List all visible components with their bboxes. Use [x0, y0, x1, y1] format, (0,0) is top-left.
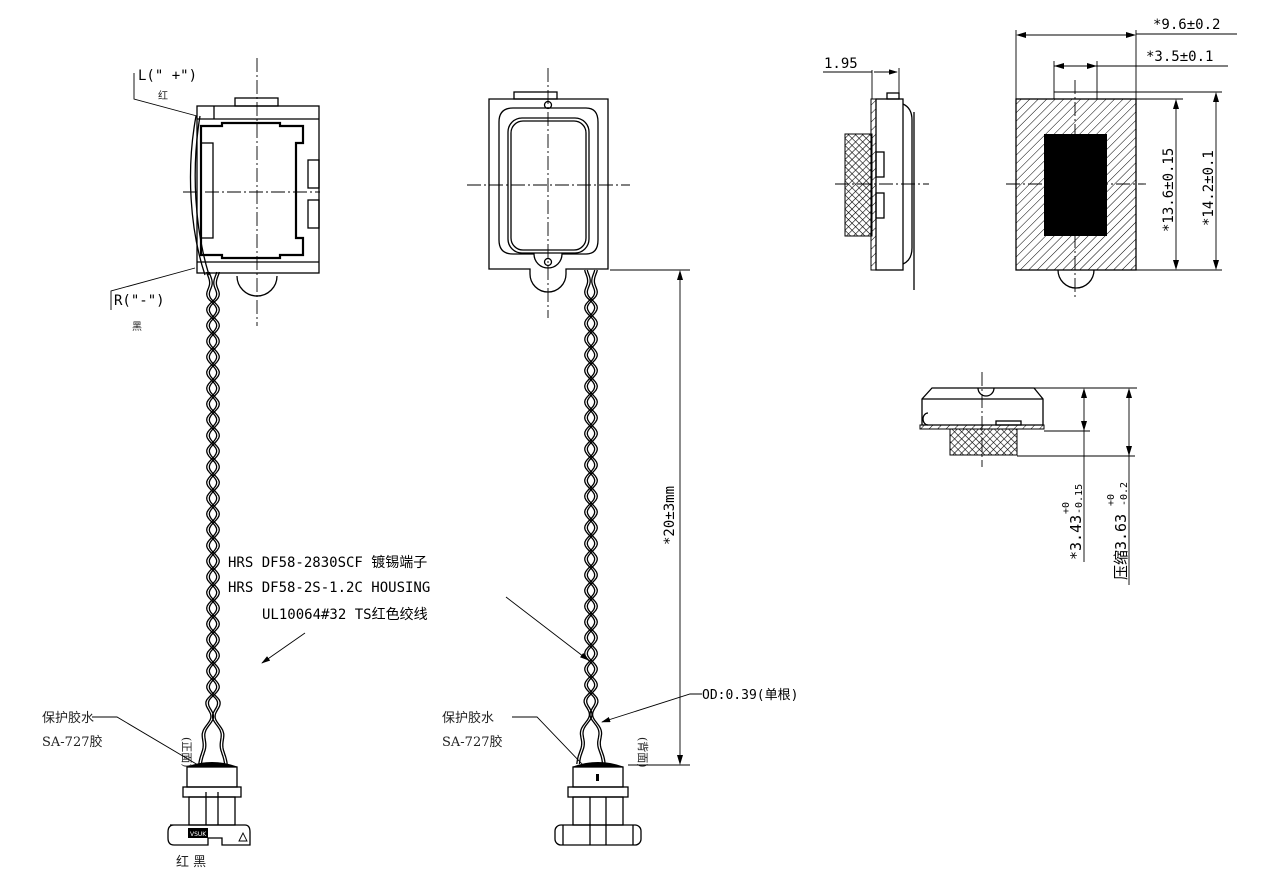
wire-strand [578, 269, 598, 765]
height-dimension: *3.43 [1067, 515, 1085, 560]
wire-spec: UL10064#32 TS红色绞线 [262, 606, 428, 623]
housing-spec: HRS DF58-2S-1.2C HOUSING [228, 580, 430, 596]
middle-twisted-wire [576, 269, 606, 765]
middle-glue-callout: 保护胶水 SA-727胶 OD:0.39(单根) [442, 688, 798, 766]
thickness-dimension: 1.95 [824, 56, 858, 72]
compressed-tol-lower: -0.2 [1119, 482, 1130, 506]
wire-strand [206, 271, 226, 765]
connector-color-labels: 红 黑 [176, 854, 206, 870]
bottom-side-view: *3.43 +0 -0.15 压缩3.63 +0 -0.2 [919, 372, 1137, 585]
wire-strand [586, 269, 606, 765]
compressed-height-dimension: 压缩3.63 [1112, 514, 1130, 580]
side-view: 1.95 [823, 56, 929, 290]
left-speaker-view [183, 58, 320, 326]
wire-strand [200, 271, 220, 765]
left-twisted-wire [198, 271, 228, 765]
wire-od-label: OD:0.39(单根) [702, 688, 798, 703]
height-tol-lower: -0.15 [1074, 484, 1085, 514]
connector-mark: VSUK [190, 831, 207, 838]
minus-color-label: 黑 [132, 321, 142, 333]
wire-strand [576, 269, 596, 765]
width-dimension: *9.6±0.2 [1153, 17, 1220, 33]
plus-color-label: 红 [158, 89, 168, 102]
left-wire-labels: L(" +") 红 R("-") 黑 [110, 68, 198, 333]
height-tol-upper: +0 [1061, 502, 1072, 514]
terminal-spec: HRS DF58-2830SCF 镀锡端子 [228, 554, 427, 571]
glue-spec: SA-727胶 [442, 734, 503, 750]
middle-speaker-view [467, 68, 630, 318]
outer-height-dimension: *14.2±0.1 [1201, 150, 1217, 226]
tab-width-dimension: *3.5±0.1 [1146, 49, 1213, 65]
wire-strand [208, 271, 228, 765]
middle-connector: (背面) [554, 737, 650, 846]
part-spec-callout: HRS DF58-2830SCF 镀锡端子 HRS DF58-2S-1.2C H… [228, 554, 589, 664]
plus-terminal-label: L(" +") [138, 68, 197, 84]
wire-length-dimension: *20±3mm [610, 269, 690, 766]
wire-strand [584, 269, 604, 765]
front-face-label: (正面) [180, 737, 193, 768]
wire-length-label: *20±3mm [662, 486, 678, 545]
back-face-label: (背面) [636, 737, 650, 768]
front-hatched-view: *9.6±0.2 *3.5±0.1 *13.6±0.15 *14.2±0.1 [1006, 17, 1237, 300]
left-connector: VSUK (正面) 红 黑 [167, 737, 251, 870]
minus-terminal-label: R("-") [114, 293, 165, 309]
inner-height-dimension: *13.6±0.15 [1161, 148, 1177, 232]
compressed-tol-upper: +0 [1106, 494, 1117, 506]
glue-label: 保护胶水 [442, 710, 494, 726]
left-glue-callout: 保护胶水 SA-727胶 [42, 710, 199, 766]
glue-spec: SA-727胶 [42, 734, 103, 750]
glue-label: 保护胶水 [42, 710, 94, 726]
wire-strand [198, 271, 218, 765]
